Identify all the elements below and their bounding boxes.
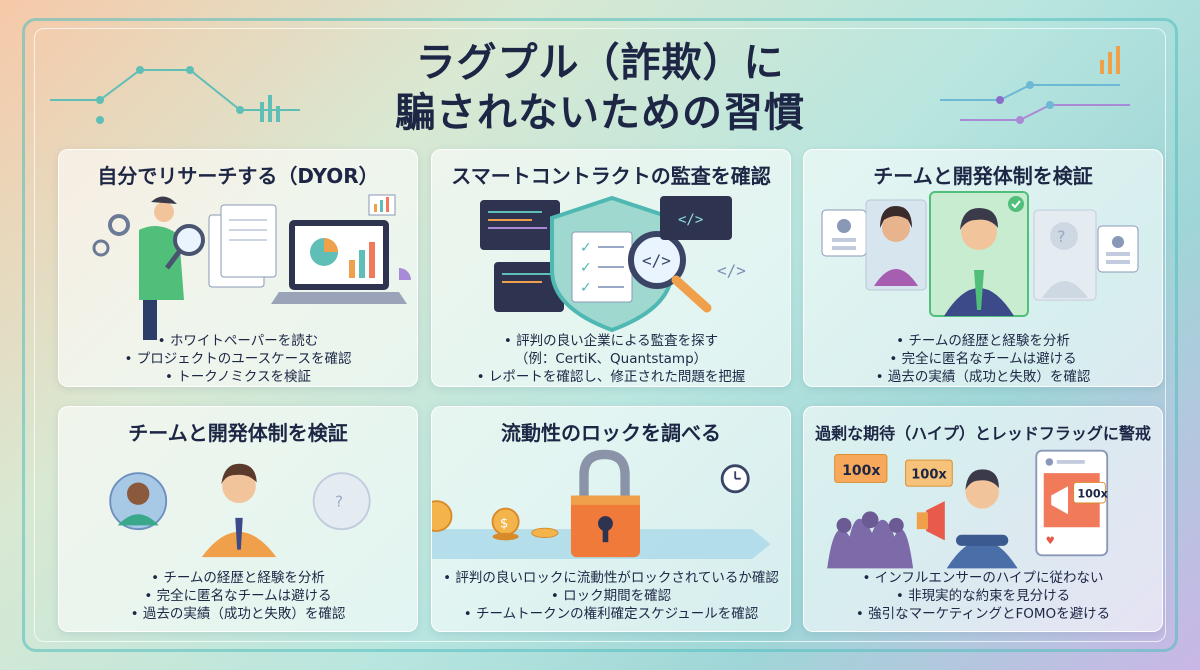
team-members-icon: ? xyxy=(109,463,371,558)
list-item: 過去の実績（成功と失敗）を確認 xyxy=(804,368,1162,386)
list-item: 過去の実績（成功と失敗）を確認 xyxy=(59,605,417,623)
title-line-1: ラグプル（詐欺）に xyxy=(415,40,785,86)
panel-title-audit: スマートコントラクトの監査を確認 xyxy=(451,164,771,188)
panel-team-bottom: チームと開発体制を検証 ? チームの経歴と経験を分析 完全に匿名なチームは避ける… xyxy=(58,406,418,632)
sign-100x-1: 100x xyxy=(842,463,880,479)
decor-line-graph-left-icon xyxy=(50,66,300,124)
bullet-list-team-top: チームの経歴と経験を分析 完全に匿名なチームは避ける 過去の実績（成功と失敗）を… xyxy=(804,332,1162,386)
list-item: 評判の良い企業による監査を探す xyxy=(432,332,790,350)
list-item: （例：CertiK、Quantstamp） xyxy=(514,351,708,367)
list-item: チームトークンの権利確定スケジュールを確認 xyxy=(432,605,790,623)
panel-hype-red-flags: 過剰な期待（ハイプ）とレッドフラッグに警戒 100x 100x 100x ♥ イ… xyxy=(803,406,1163,632)
bullet-list-team-bottom: チームの経歴と経験を分析 完全に匿名なチームは避ける 過去の実績（成功と失敗）を… xyxy=(59,569,417,623)
panel-dyor: 自分でリサーチする（DYOR） ホワイトペーパーを読む プロジェクトのユースケー… xyxy=(58,149,418,387)
panel-title-hype: 過剰な期待（ハイプ）とレッドフラッグに警戒 xyxy=(815,424,1151,443)
inner-frame xyxy=(34,28,1166,642)
researcher-with-laptop-icon xyxy=(92,194,411,340)
list-item: 強引なマーケティングとFOMOを避ける xyxy=(804,605,1162,623)
list-item: レポートを確認し、修正された問題を把握 xyxy=(432,368,790,386)
sign-100x-3: 100x xyxy=(1077,487,1108,500)
svg-text:$: $ xyxy=(500,516,508,531)
list-item: プロジェクトのユースケースを確認 xyxy=(59,350,417,368)
bullet-list-audit: 評判の良い企業による監査を探す （例：CertiK、Quantstamp） レポ… xyxy=(432,332,790,386)
svg-text:✓: ✓ xyxy=(580,280,592,296)
bullet-list-liquidity: 評判の良いロックに流動性がロックされているか確認 ロック期間を確認 チームトーク… xyxy=(432,569,790,623)
decor-line-graph-right-icon xyxy=(940,46,1130,124)
outer-frame xyxy=(22,18,1178,652)
svg-text:?: ? xyxy=(335,493,343,511)
list-item: 評判の良いロックに流動性がロックされているか確認 xyxy=(432,569,790,587)
panel-team-top: チームと開発体制を検証 ? チームの経歴と経験を分析 完全に匿名なチームは避ける… xyxy=(803,149,1163,387)
title-line-2: 騙されないための習慣 xyxy=(395,90,805,136)
panel-title-dyor: 自分でリサーチする（DYOR） xyxy=(97,164,379,188)
svg-text:♥: ♥ xyxy=(1046,535,1055,547)
panel-liquidity-lock: 流動性のロックを調べる $ 評判の良いロックに流動性がロックされているか確認 ロ… xyxy=(431,406,791,632)
list-item: チームの経歴と経験を分析 xyxy=(59,569,417,587)
list-item: トークノミクスを検証 xyxy=(59,368,417,386)
panel-title-liquidity: 流動性のロックを調べる xyxy=(501,421,721,445)
svg-text:✓: ✓ xyxy=(580,260,592,276)
team-profiles-icon: ? xyxy=(821,191,1139,317)
list-item: 完全に匿名なチームは避ける xyxy=(59,587,417,605)
svg-text:?: ? xyxy=(1057,227,1066,246)
svg-text:</>: </> xyxy=(642,251,671,270)
svg-text:</>: </> xyxy=(678,212,703,228)
hype-crowd-megaphone-icon: 100x 100x 100x ♥ xyxy=(827,449,1109,569)
svg-text:✓: ✓ xyxy=(580,240,592,256)
panel-audit: スマートコントラクトの監査を確認 ✓ ✓ ✓ </> </> </> 評判の良い… xyxy=(431,149,791,387)
bullet-list-hype: インフルエンサーのハイプに従わない 非現実的な約束を見分ける 強引なマーケティン… xyxy=(804,569,1162,623)
page-title: ラグプル（詐欺）に 騙されないための習慣 xyxy=(0,38,1200,138)
list-item: ホワイトペーパーを読む xyxy=(59,332,417,350)
list-item: ロック期間を確認 xyxy=(432,587,790,605)
security-shield-icon: ✓ ✓ ✓ </> </> </> xyxy=(480,195,746,333)
panel-title-team-bottom: チームと開発体制を検証 xyxy=(128,421,348,445)
list-item: チームの経歴と経験を分析 xyxy=(804,332,1162,350)
svg-text:</>: </> xyxy=(717,261,746,280)
list-item: 完全に匿名なチームは避ける xyxy=(804,350,1162,368)
list-item: インフルエンサーのハイプに従わない xyxy=(804,569,1162,587)
list-item: 非現実的な約束を見分ける xyxy=(804,587,1162,605)
bullet-list-dyor: ホワイトペーパーを読む プロジェクトのユースケースを確認 トークノミクスを検証 xyxy=(59,332,417,386)
sign-100x-2: 100x xyxy=(911,468,947,483)
panel-title-team-top: チームと開発体制を検証 xyxy=(873,164,1093,188)
padlock-coins-icon: $ xyxy=(432,449,771,559)
